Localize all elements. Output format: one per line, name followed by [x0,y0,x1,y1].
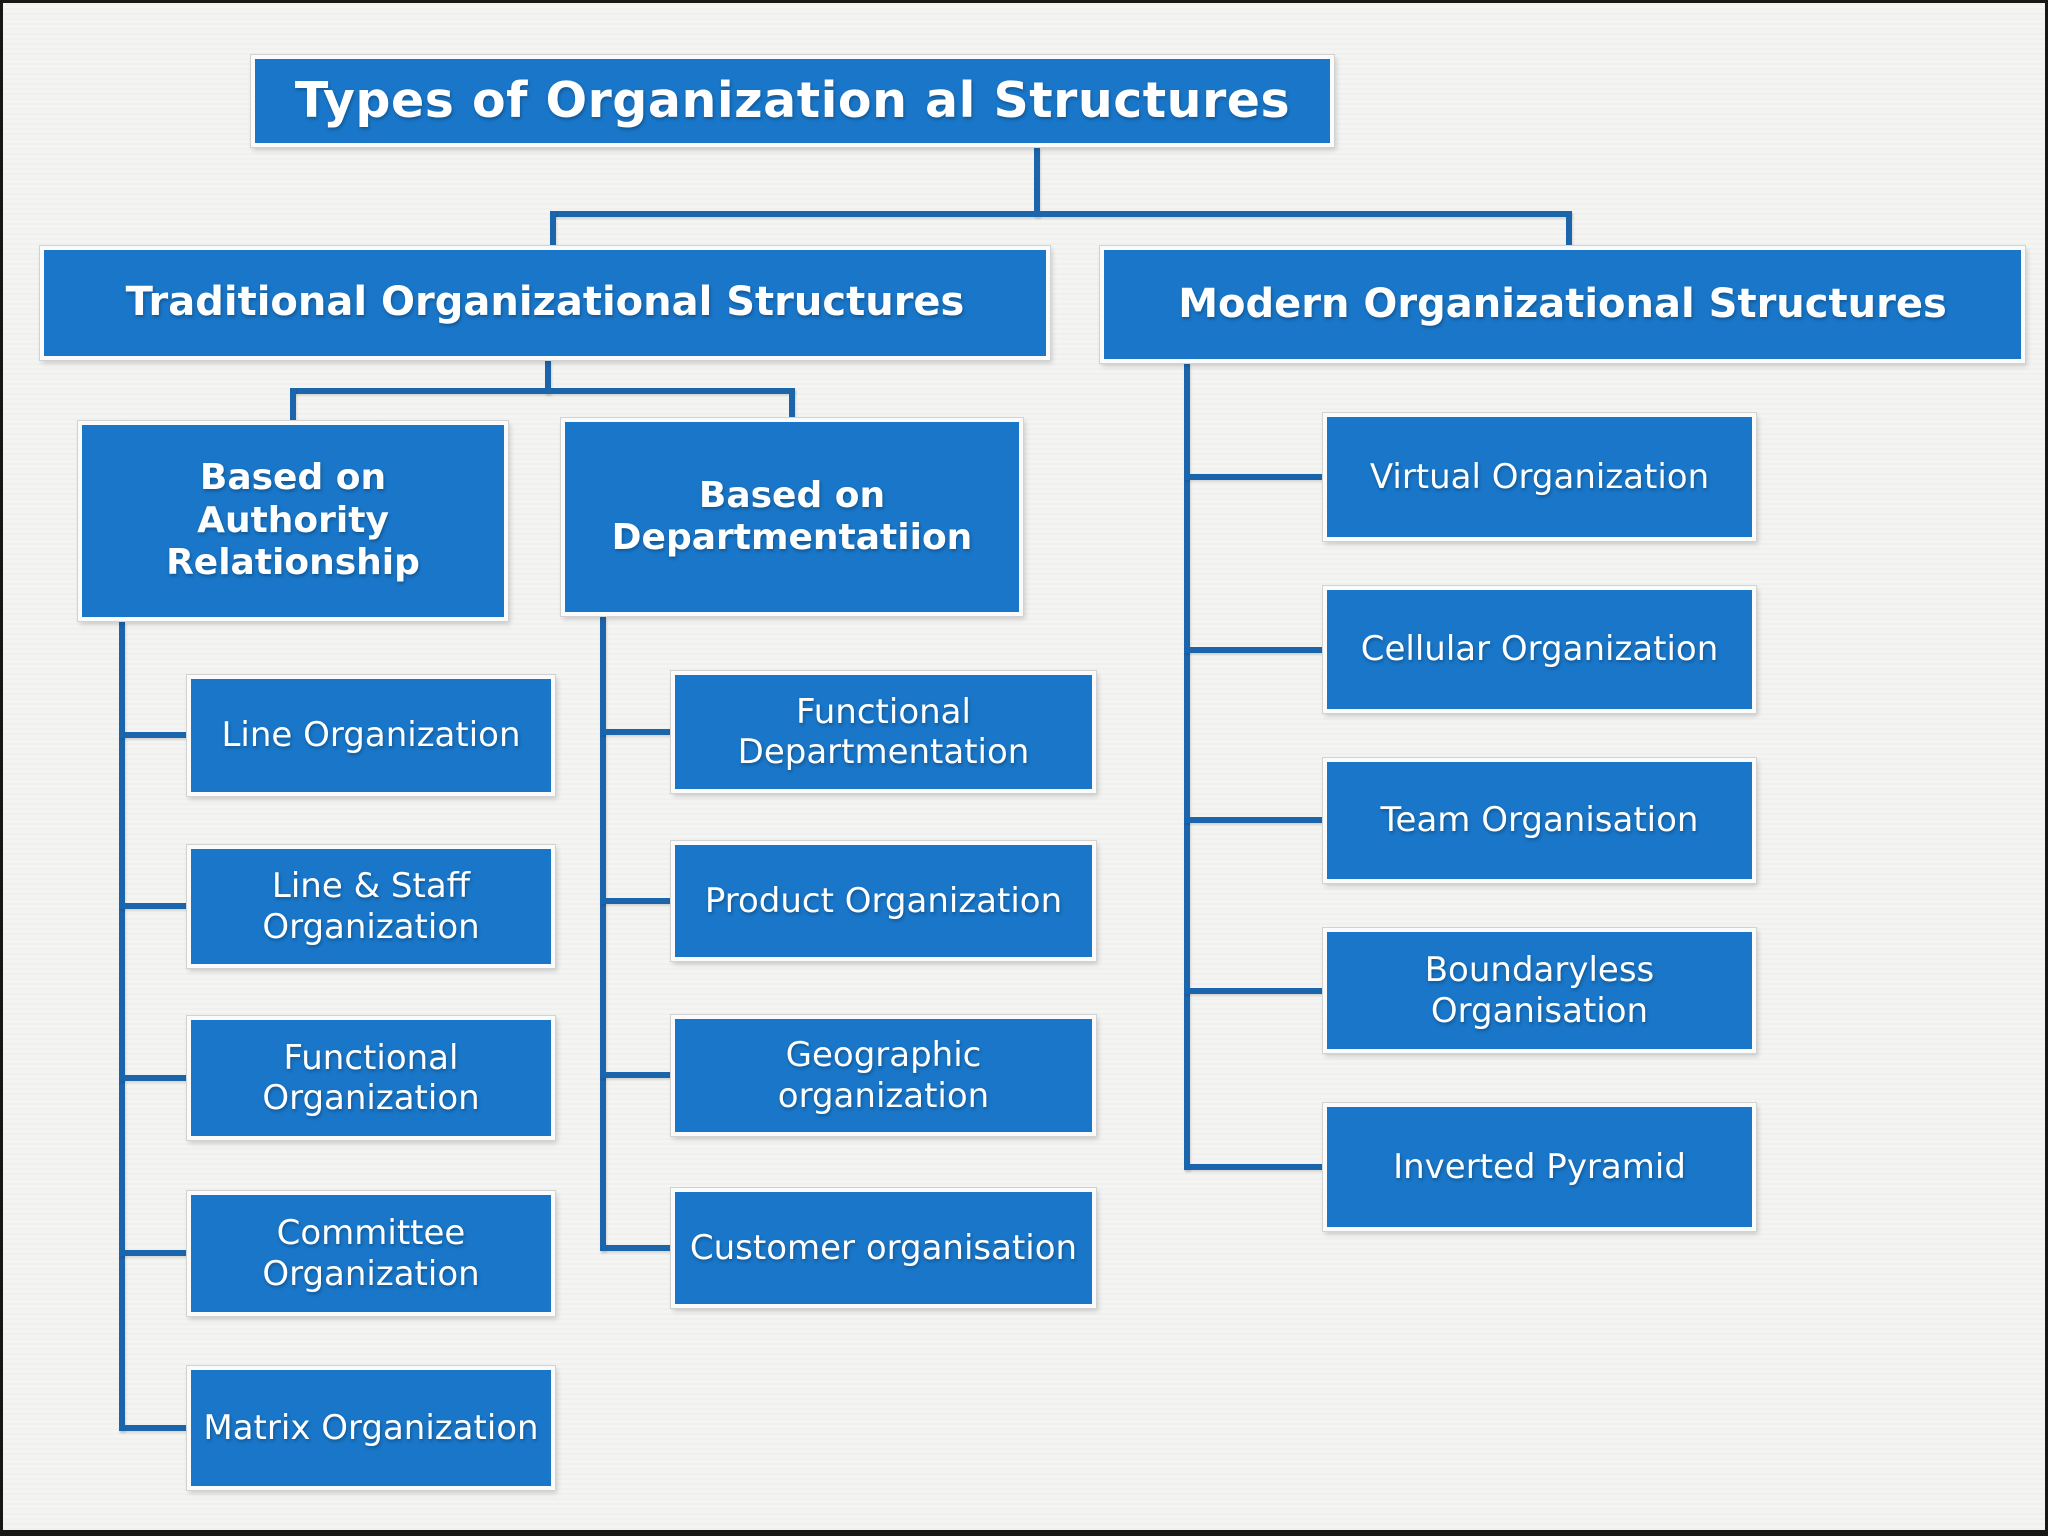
connector-top-bar [550,211,1572,217]
connector-traditional-stem [545,360,551,394]
leaf-line-staff-organization: Line & Staff Organization [187,845,555,968]
connector-title-stem [1034,147,1040,217]
leaf-team-organisation: Team Organisation [1323,758,1756,883]
leaf-boundaryless-organisation: Boundaryless Organisation [1323,928,1756,1053]
connector-authority-stub-4 [119,1250,187,1256]
based-on-authority-box: Based on Authority Relationship [78,421,508,621]
leaf-product-organization: Product Organization [671,841,1096,961]
connector-authority-stub-3 [119,1075,187,1081]
connector-modern-stub-5 [1184,1164,1323,1170]
connector-authority-trunk [119,621,125,1431]
title-box: Types of Organization al Structures [251,55,1334,147]
connector-modern-stub-1 [1184,474,1323,480]
connector-traditional-drop-right [789,388,795,421]
connector-modern-stub-4 [1184,988,1323,994]
leaf-line-organization: Line Organization [187,675,555,796]
connector-departmentation-stub-4 [600,1245,671,1251]
connector-departmentation-trunk [600,616,606,1251]
traditional-structures-box: Traditional Organizational Structures [40,246,1050,360]
leaf-functional-organization: Functional Organization [187,1016,555,1140]
connector-traditional-bar [290,388,795,394]
connector-departmentation-stub-1 [600,729,671,735]
connector-authority-stub-5 [119,1425,187,1431]
connector-modern-stub-3 [1184,817,1323,823]
based-on-departmentation-box: Based on Departmentatiion [561,418,1023,616]
connector-modern-stub-2 [1184,647,1323,653]
leaf-committee-organization: Committee Organization [187,1191,555,1316]
leaf-geographic-organization: Geographic organization [671,1015,1096,1136]
connector-top-drop-right [1566,211,1572,249]
connector-authority-stub-2 [119,903,187,909]
modern-structures-box: Modern Organizational Structures [1100,246,2025,363]
connector-authority-stub-1 [119,732,187,738]
leaf-customer-organisation: Customer organisation [671,1188,1096,1308]
connector-departmentation-stub-3 [600,1072,671,1078]
connector-modern-trunk [1184,363,1190,1170]
leaf-virtual-organization: Virtual Organization [1323,413,1756,541]
connector-top-drop-left [550,211,556,249]
connector-departmentation-stub-2 [600,898,671,904]
leaf-cellular-organization: Cellular Organization [1323,586,1756,713]
leaf-matrix-organization: Matrix Organization [187,1366,555,1490]
connector-traditional-drop-left [290,388,296,424]
leaf-functional-departmentation: Functional Departmentation [671,671,1096,793]
leaf-inverted-pyramid: Inverted Pyramid [1323,1103,1756,1231]
